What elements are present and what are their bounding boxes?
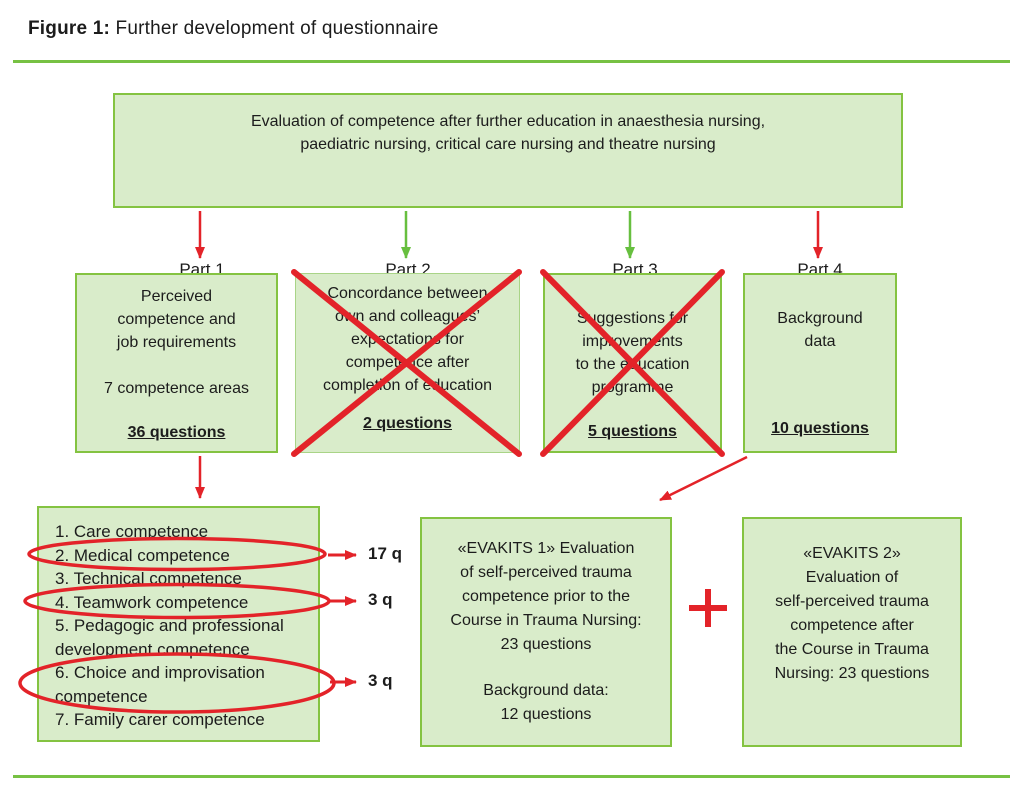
part3-line: improvements: [582, 333, 683, 350]
part2-concordance-box: Concordance between own and colleagues’ …: [295, 273, 520, 453]
medical-questions-callout: 17 q: [368, 544, 403, 563]
plus-icon: [689, 589, 727, 627]
evakits2-line: Nursing: 23 questions: [774, 665, 930, 682]
list-item-choice: 6. Choice and improvisation: [55, 663, 265, 682]
summary-line-1: Evaluation of competence after further e…: [250, 113, 766, 130]
part2-line: completion of education: [323, 377, 492, 394]
part1-middle-line: 7 competence areas: [104, 380, 249, 397]
part2-line: competence after: [345, 354, 470, 371]
competence-areas-list-box: 1. Care competence 2. Medical competence…: [37, 506, 320, 742]
part1-line: Perceived: [140, 288, 213, 305]
evakits1-background-line: Background data:: [483, 682, 609, 699]
evakits2-line: competence after: [790, 617, 914, 634]
part2-line: own and colleagues’: [335, 308, 480, 325]
part4-questions-count: 10 questions: [771, 420, 869, 437]
list-item-technical: 3. Technical competence: [55, 569, 242, 588]
figure-caption-text: Further development of questionnaire: [110, 18, 439, 39]
evakits2-line: Evaluation of: [805, 569, 899, 586]
part2-line: Concordance between: [327, 285, 488, 302]
part4-to-evakits1-arrow: [659, 455, 748, 502]
list-item-pedagogic: 5. Pedagogic and professional: [55, 616, 284, 635]
part1-questions-count: 36 questions: [127, 424, 226, 441]
part4-background-data-box: Background data 10 questions: [743, 273, 897, 453]
evakits2-line: the Course in Trauma: [775, 641, 929, 658]
list-item-care: 1. Care competence: [55, 522, 209, 541]
evakits2-line: «EVAKITS 2»: [803, 545, 901, 562]
part4-line: data: [804, 333, 836, 350]
evakits2-line: self-perceived trauma: [775, 593, 929, 610]
evaluation-summary-box: Evaluation of competence after further e…: [113, 93, 903, 279]
summary-line-2: paediatric nursing, critical care nursin…: [300, 136, 716, 153]
part3-line: to the education: [575, 356, 690, 373]
evakits1-line: of self-perceived trauma: [460, 564, 632, 581]
part1-perceived-competence-box: Perceived competence and job requirement…: [75, 273, 278, 453]
evakits1-line: competence prior to the: [461, 588, 631, 605]
part3-suggestions-box: Suggestions for improvements to the educ…: [543, 273, 722, 453]
part1-line: job requirements: [116, 334, 237, 351]
evakits1-box: «EVAKITS 1» Evaluation of self-perceived…: [420, 517, 672, 747]
list-item-family-carer: 7. Family carer competence: [55, 710, 265, 729]
figure-caption: Figure 1: Further development of questio…: [28, 18, 439, 40]
part1-line: competence and: [117, 311, 236, 328]
figure-caption-label: Figure 1:: [28, 18, 111, 39]
part3-line: Suggestions for: [576, 310, 689, 327]
list-item-medical: 2. Medical competence: [55, 545, 230, 565]
evakits2-box: «EVAKITS 2» Evaluation of self-perceived…: [742, 517, 962, 747]
part3-questions-count: 5 questions: [588, 423, 677, 440]
list-item-teamwork: 4. Teamwork competence: [55, 592, 249, 612]
bottom-divider-rule: [13, 775, 1010, 778]
list-item-choice-cont: competence: [55, 686, 148, 706]
evakits1-line: 23 questions: [500, 636, 592, 653]
teamwork-questions-callout: 3 q: [368, 590, 393, 609]
evakits1-line: Course in Trauma Nursing:: [450, 612, 642, 629]
part2-line: expectations for: [351, 331, 464, 348]
part4-line: Background: [777, 310, 863, 327]
top-divider-rule: [13, 60, 1010, 63]
evakits1-background-line: 12 questions: [500, 706, 592, 723]
list-item-pedagogic-cont: development competence: [55, 639, 250, 659]
part3-line: programme: [591, 379, 674, 396]
choice-questions-callout: 3 q: [368, 671, 393, 690]
part2-questions-count: 2 questions: [363, 415, 452, 432]
evakits1-line: «EVAKITS 1» Evaluation: [457, 540, 635, 557]
